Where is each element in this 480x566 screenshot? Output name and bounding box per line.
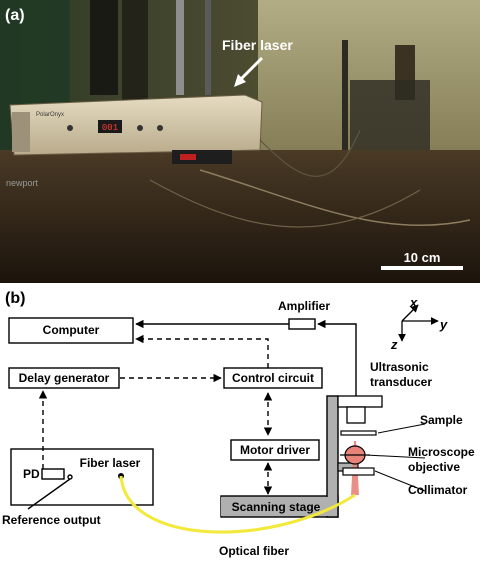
ultrasonic-label-line2: transducer: [370, 375, 432, 389]
photo-cable: [199, 169, 471, 227]
panel-a-tag: (a): [5, 7, 25, 24]
axis-z-label: z: [390, 337, 398, 352]
fiber-laser-device: [9, 94, 263, 156]
pd-detector: [41, 468, 65, 480]
ultrasonic-label-line1: Ultrasonic: [370, 360, 429, 374]
control-circuit-box: [223, 367, 323, 389]
reference-output-port: [67, 474, 73, 480]
scanning-stage: [220, 395, 359, 518]
axis-x-label: x: [409, 295, 418, 310]
computer-label: Computer: [43, 323, 100, 337]
scale-bar-label: 10 cm: [404, 250, 441, 265]
ultrasonic-transducer: [337, 395, 383, 424]
motor-driver-box: [230, 439, 320, 461]
scale-bar: [381, 266, 463, 270]
collimator-label: Collimator: [408, 483, 468, 497]
photo-post: [205, 0, 211, 95]
control-circuit-label: Control circuit: [232, 371, 314, 385]
amplifier-box: [288, 318, 316, 330]
delay-generator-box: [8, 367, 120, 389]
fiber-laser-box-label: Fiber laser: [80, 456, 141, 470]
delay-generator-label: Delay generator: [19, 371, 110, 385]
coordinate-axes: [398, 304, 439, 342]
photo-cable: [259, 129, 361, 177]
fiber-laser-label: Fiber laser: [222, 37, 293, 53]
panel-b-tag: (b): [5, 290, 25, 307]
photo-optic-post: [342, 40, 348, 190]
fiber-laser-handle: [12, 112, 30, 152]
computer-box: [8, 317, 134, 344]
fiber-laser-arrow: [238, 56, 264, 82]
fiber-laser-arrowhead: [234, 74, 246, 87]
microscope-label-line2: objective: [408, 460, 460, 474]
photo-panel: 001 PolarOnyx newport (a) Fiber laser 10…: [0, 0, 480, 283]
device-knob: [137, 125, 143, 131]
table-brand-label: newport: [6, 178, 39, 188]
sample-plate: [340, 430, 377, 436]
schematic-panel: (b) Computer Delay generator Control cir…: [2, 290, 475, 558]
fiber-laser-display: 001: [102, 123, 118, 133]
reference-output-label: Reference output: [2, 513, 101, 527]
photo-cylinder: [90, 0, 118, 95]
fiber-laser-display-bg: [98, 120, 122, 133]
reference-output-leader: [27, 478, 71, 510]
device-knob: [157, 125, 163, 131]
photo-control-box-display: [180, 154, 196, 160]
photo-control-box: [172, 150, 232, 164]
photo-post: [176, 0, 184, 95]
objective-leader: [365, 454, 426, 459]
axis-y-label: y: [439, 317, 448, 332]
pd-label: PD: [23, 467, 40, 481]
amplifier-label: Amplifier: [278, 299, 330, 313]
arrow-transducer-to-amplifier: [317, 319, 357, 402]
optical-fiber: [119, 475, 356, 534]
collimator-holder: [342, 467, 375, 476]
optical-fiber-label: Optical fiber: [219, 544, 289, 558]
fiber-laser-brand: PolarOnyx: [36, 112, 64, 118]
sample-label: Sample: [420, 413, 463, 427]
arrow-control-to-computer: [135, 334, 269, 368]
sample-leader: [377, 423, 426, 434]
device-knob: [67, 125, 73, 131]
photo-cylinder: [122, 0, 148, 100]
microscope-label-line1: Microscope: [408, 445, 475, 459]
scanning-stage-label: Scanning stage: [232, 500, 321, 514]
collimator-leader: [374, 470, 426, 492]
motor-driver-label: Motor driver: [240, 443, 310, 457]
photo-cable: [149, 179, 421, 228]
photo-optical-table: [0, 150, 480, 283]
fiber-laser-box: [10, 448, 154, 506]
